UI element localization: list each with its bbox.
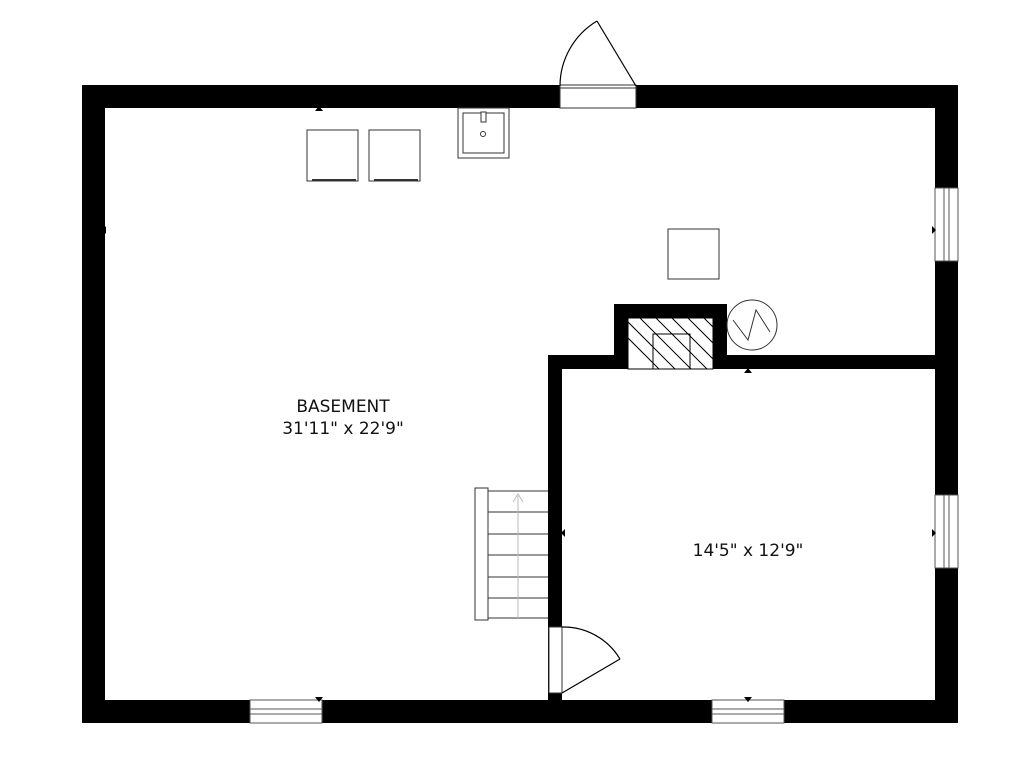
dimension-markers <box>102 106 936 702</box>
room-dimensions-basement: 31'11" x 22'9" <box>282 419 404 439</box>
chimney-wall-right <box>713 304 727 369</box>
chimney-wall-left <box>614 304 628 369</box>
stairs-icon <box>474 487 548 621</box>
room-dimensions-side-room: 14'5" x 12'9" <box>693 541 804 561</box>
exterior-door <box>559 20 637 109</box>
window-bottom-right <box>711 699 785 724</box>
wall-partition-horizontal <box>548 355 938 369</box>
wall-left <box>82 85 105 723</box>
exterior-walls <box>82 85 958 723</box>
wall-partition-vertical <box>548 355 562 700</box>
interior-door <box>548 626 621 694</box>
water-heater-icon <box>726 299 778 351</box>
dryer-icon <box>368 129 421 182</box>
interior-walls <box>548 304 938 700</box>
wall-bottom <box>82 700 958 723</box>
wall-right <box>935 85 958 723</box>
window-right-upper <box>934 187 959 262</box>
chimney-wall-top <box>614 304 727 318</box>
washer-icon <box>306 129 359 182</box>
utility-box-icon <box>667 228 720 280</box>
windows <box>249 187 959 724</box>
window-right-lower <box>934 494 959 569</box>
room-name-basement: BASEMENT <box>296 397 390 417</box>
window-bottom-left <box>249 699 323 724</box>
fireplace-icon <box>627 317 714 370</box>
sink-icon <box>457 107 510 159</box>
wall-top <box>82 85 958 108</box>
